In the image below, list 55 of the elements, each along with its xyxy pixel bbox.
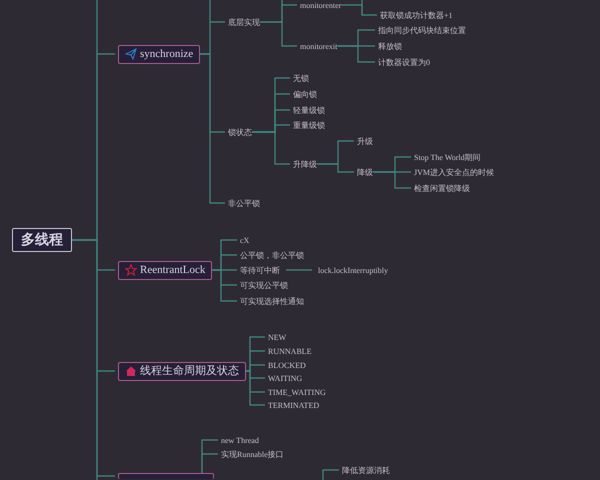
branch-text: 底层实现: [228, 16, 260, 28]
connector-line: [286, 269, 312, 271]
branch-text: 无锁: [293, 72, 309, 84]
branch-text: 等待可中断: [240, 264, 280, 276]
connector-line: [246, 370, 265, 406]
branch-text: 检查闲置锁降级: [414, 182, 470, 194]
branch-text: 可实现公平锁: [240, 280, 288, 290]
connector-line: [337, 45, 375, 63]
topic-box: [118, 44, 200, 64]
topic-box: [118, 473, 214, 479]
branch-text: WAITING: [268, 372, 302, 384]
topic-label: ReentrantLock: [140, 264, 206, 276]
branch-text: cX: [240, 234, 250, 246]
branch-text: 释放锁: [378, 40, 402, 52]
branch-text: monitorexit: [300, 40, 338, 52]
topic-label: 多线程: [21, 232, 63, 248]
branch-text: BLOCKED: [268, 360, 306, 370]
branch-text: 指向同步代码块结束位置: [378, 24, 466, 36]
central-topic-box: [12, 228, 72, 252]
branch-text: new Thread: [221, 434, 259, 446]
branch-text: Stop The World期间: [414, 152, 481, 162]
connector-line: [252, 131, 290, 165]
connector-line: [317, 163, 354, 173]
branch-text: 重量级锁: [293, 120, 325, 130]
branch-text: monitorenter: [300, 0, 342, 10]
branch-text: 偏向锁: [293, 88, 317, 100]
branch-text: RUNNABLE: [268, 346, 312, 356]
branch-text: NEW: [268, 332, 286, 342]
connector-line: [322, 469, 339, 480]
branch-text: 计数器设置为0: [378, 56, 430, 68]
branch-text: JVM进入安全点的时候: [414, 166, 494, 178]
branch-text: 可实现选择性通知: [240, 296, 304, 306]
branch-text: 实现Runnable接口: [221, 448, 284, 460]
topic-label: synchronize: [140, 48, 194, 60]
connector-line: [72, 239, 115, 477]
branch-text: 获取锁成功计数器+1: [380, 10, 453, 20]
branch-text: 轻量级锁: [293, 104, 325, 116]
branch-text: TIME_WAITING: [268, 386, 326, 398]
connector-line: [212, 269, 237, 302]
branch-text: lock.lockInterruptibly: [318, 264, 388, 276]
branch-text: 锁状态: [228, 126, 252, 138]
connector-line: [200, 53, 225, 204]
branch-text: 降级: [357, 166, 373, 178]
branch-text: TERMINATED: [268, 400, 320, 410]
branch-text: 升降级: [293, 158, 317, 170]
branch-text: 非公平锁: [228, 198, 260, 208]
topic-box: [118, 260, 212, 280]
connector-line: [373, 171, 411, 189]
branch-text: 公平锁，非公平锁: [240, 250, 304, 260]
branch-text: 降低资源消耗: [342, 464, 390, 476]
topic-box: [118, 362, 246, 380]
connector-line: [341, 4, 377, 16]
topic-label: 线程生命周期及状态: [140, 364, 239, 378]
branch-text: 升级: [357, 136, 373, 146]
connector-line: [260, 21, 297, 47]
